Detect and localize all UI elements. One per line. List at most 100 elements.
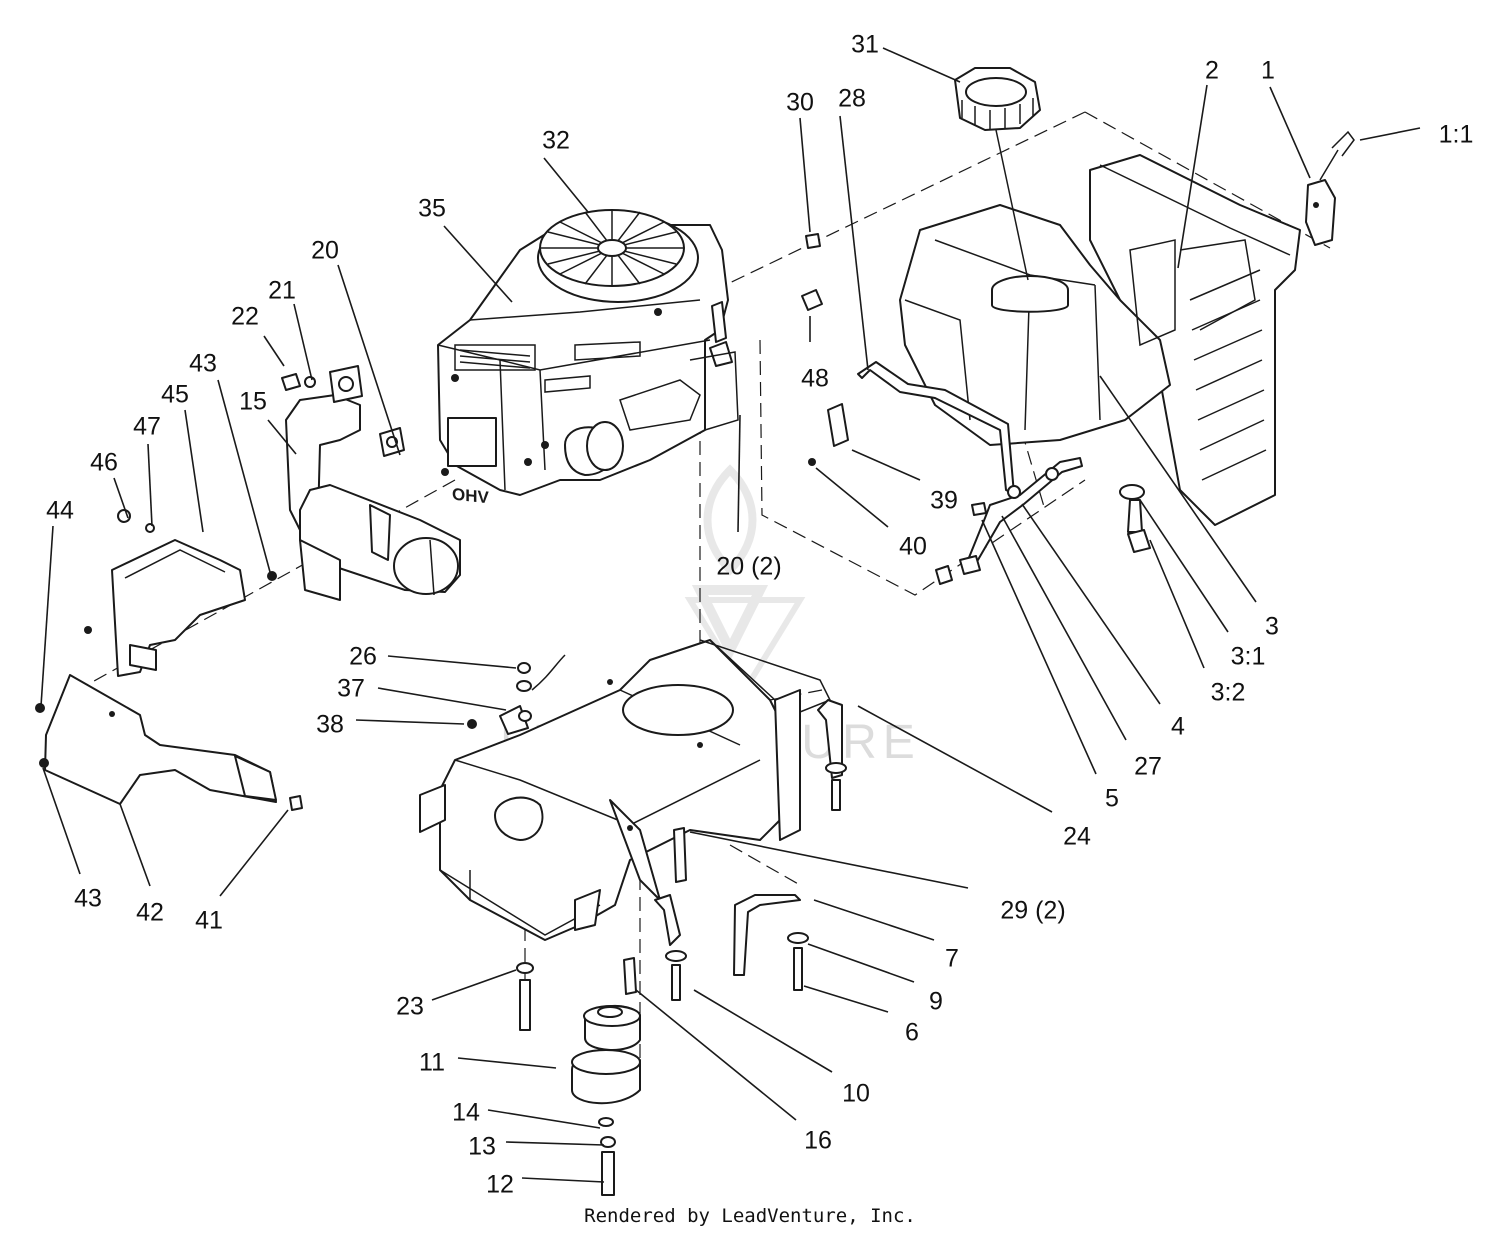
callout-26: 26 [349,643,517,671]
engine-mount-frame [419,639,832,941]
callout-label: 38 [316,711,344,739]
fuel-line-assembly [857,361,1083,585]
leader-line [443,225,513,303]
callout-label: 43 [74,885,102,913]
callout-11: 11 [419,1049,557,1077]
fuel-shutoff-valve [1119,484,1151,553]
callout-20-2-: 20 (2) [716,414,782,581]
callout-9: 9 [807,943,943,1016]
exhaust-gaskets [281,365,405,457]
callout-41: 41 [195,809,289,935]
callout-24: 24 [857,705,1091,851]
leader-line [487,1109,601,1129]
leader-line [113,477,129,519]
callout-label: 31 [851,31,879,59]
callout-label: 45 [161,381,189,409]
leader-line [1359,127,1421,141]
leader-line [457,1057,557,1069]
muffler [285,394,461,601]
callout-43: 43 [189,350,271,573]
callout-27: 27 [1001,515,1162,781]
callout-label: 39 [930,487,958,515]
callout-43: 43 [42,767,102,913]
callout-label: 35 [418,195,446,223]
callout-label: 3:1 [1231,643,1266,671]
callout-42: 42 [119,803,164,927]
leader-line [635,989,797,1121]
leader-line [1001,515,1127,741]
callout-label: 10 [842,1080,870,1108]
leader-line [505,1141,605,1146]
callout-5: 5 [981,519,1119,813]
leader-line [355,719,465,725]
callout-label: 37 [337,675,365,703]
callout-label: 13 [468,1133,496,1161]
callout-label: 27 [1134,753,1162,781]
callout-1: 1 [1261,57,1311,179]
filter-bracket [808,403,849,466]
callout-label: 12 [486,1171,514,1199]
ground-wire-hardware [467,654,566,735]
leader-line [42,767,81,875]
leader-line [119,803,151,887]
callout-7: 7 [813,899,959,973]
callout-39: 39 [851,449,958,515]
callout-28: 28 [838,85,869,371]
callout-label: 43 [189,350,217,378]
callout-45: 45 [161,381,204,533]
callout-44: 44 [40,497,74,707]
callout-13: 13 [468,1133,605,1161]
callout-label: 41 [195,907,223,935]
callout-label: 2 [1205,57,1219,85]
leader-line [689,831,969,889]
callout-label: 15 [239,388,267,416]
callout-label: 46 [90,449,118,477]
leader-line [293,303,313,381]
callout-22: 22 [231,303,285,367]
leader-line [799,117,811,233]
callout-label: 26 [349,643,377,671]
leader-line [387,655,517,669]
leader-line [857,705,1053,813]
callout-31: 31 [851,31,961,83]
callout-21: 21 [268,277,313,381]
callout-29-2-: 29 (2) [689,831,1066,925]
leader-line [803,985,889,1013]
callout-label: 20 [311,237,339,265]
fuel-cap [954,67,1041,281]
leader-line [263,335,285,367]
callout-2: 2 [1177,57,1219,269]
leader-line [693,989,833,1073]
callout-3-2: 3:2 [1149,539,1245,707]
leader-line [267,419,297,455]
heat-shield-lower [35,674,303,811]
callout-3-1: 3:1 [1139,499,1266,671]
callout-label: 44 [46,497,74,525]
callout-10: 10 [693,989,870,1108]
callout-23: 23 [396,969,517,1021]
callout-label: 11 [419,1049,445,1077]
leader-line [737,414,741,533]
callout-47: 47 [133,413,161,527]
callout-label: 20 (2) [716,553,781,581]
leader-line [521,1177,605,1183]
leader-line [882,47,961,83]
callout-16: 16 [635,989,832,1155]
leader-line [1021,503,1161,705]
leader-line [431,969,517,1001]
callout-48: 48 [801,316,829,393]
throttle-switch [1305,130,1355,246]
fuel-tank [899,204,1256,446]
callout-label: 9 [929,988,943,1016]
callout-label: 24 [1063,823,1091,851]
callout-label: 21 [268,277,296,305]
callout-label: 28 [838,85,866,113]
mount-bolts [516,699,847,1031]
callout-label: 1 [1261,57,1275,85]
callout-label: 4 [1171,713,1185,741]
callout-20: 20 [311,237,401,456]
leader-line [807,943,915,983]
leader-line [219,809,289,897]
